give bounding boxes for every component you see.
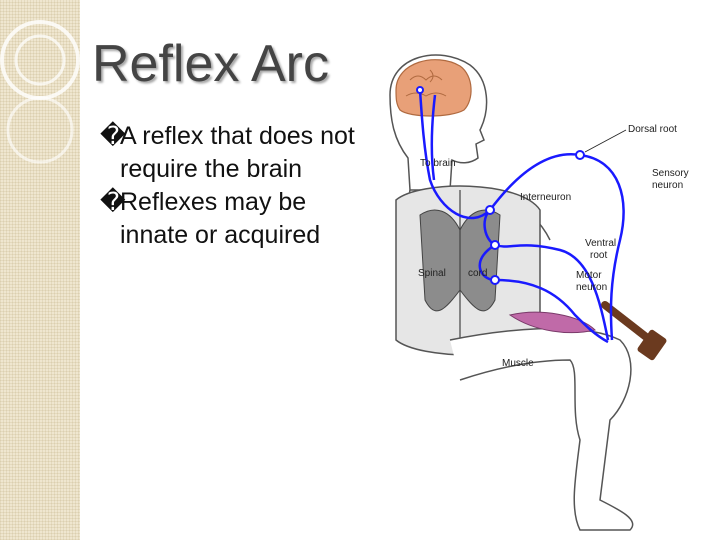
- bullet-item: � A reflex that does not require the bra…: [100, 120, 360, 186]
- brain-shape: [395, 59, 472, 117]
- label-dorsal-root: Dorsal root: [628, 124, 677, 135]
- nerve-pathways: [418, 89, 625, 344]
- bullet-glyph: �: [100, 188, 126, 216]
- label-interneuron: Interneuron: [520, 192, 571, 203]
- label-ventral-root-1: Ventral: [585, 238, 616, 249]
- label-sensory-neuron-1: Sensory: [652, 168, 689, 179]
- leg-outline: [449, 327, 634, 531]
- label-muscle: Muscle: [502, 358, 534, 369]
- bullet-text: A reflex that does not require the brain: [120, 122, 355, 183]
- leader-dorsal-root: [584, 129, 627, 153]
- bullet-glyph: �: [100, 122, 126, 150]
- label-motor-neuron-1: Motor: [576, 270, 602, 281]
- bullet-item: � Reflexes may be innate or acquired: [100, 186, 360, 252]
- bullet-text: Reflexes may be innate or acquired: [120, 188, 321, 249]
- nerve-nodes: [416, 86, 585, 285]
- brain-folds: [405, 69, 447, 97]
- label-ventral-root-2: root: [590, 250, 607, 261]
- decorative-circles: [0, 20, 80, 164]
- label-cord: cord: [468, 268, 487, 279]
- label-to-brain: To brain: [420, 158, 456, 169]
- side-decoration-band: [0, 0, 80, 540]
- label-spinal: Spinal: [418, 268, 446, 279]
- slide-title: Reflex Arc: [92, 35, 329, 93]
- muscle-shape: [508, 311, 596, 334]
- reflex-arc-diagram: Dorsal root To brain Sensory neuron Inte…: [389, 54, 689, 531]
- label-motor-neuron-2: neuron: [576, 282, 607, 293]
- label-sensory-neuron-2: neuron: [652, 180, 683, 191]
- reflex-hammer-icon: [601, 301, 667, 361]
- bullet-list: � A reflex that does not require the bra…: [100, 120, 360, 252]
